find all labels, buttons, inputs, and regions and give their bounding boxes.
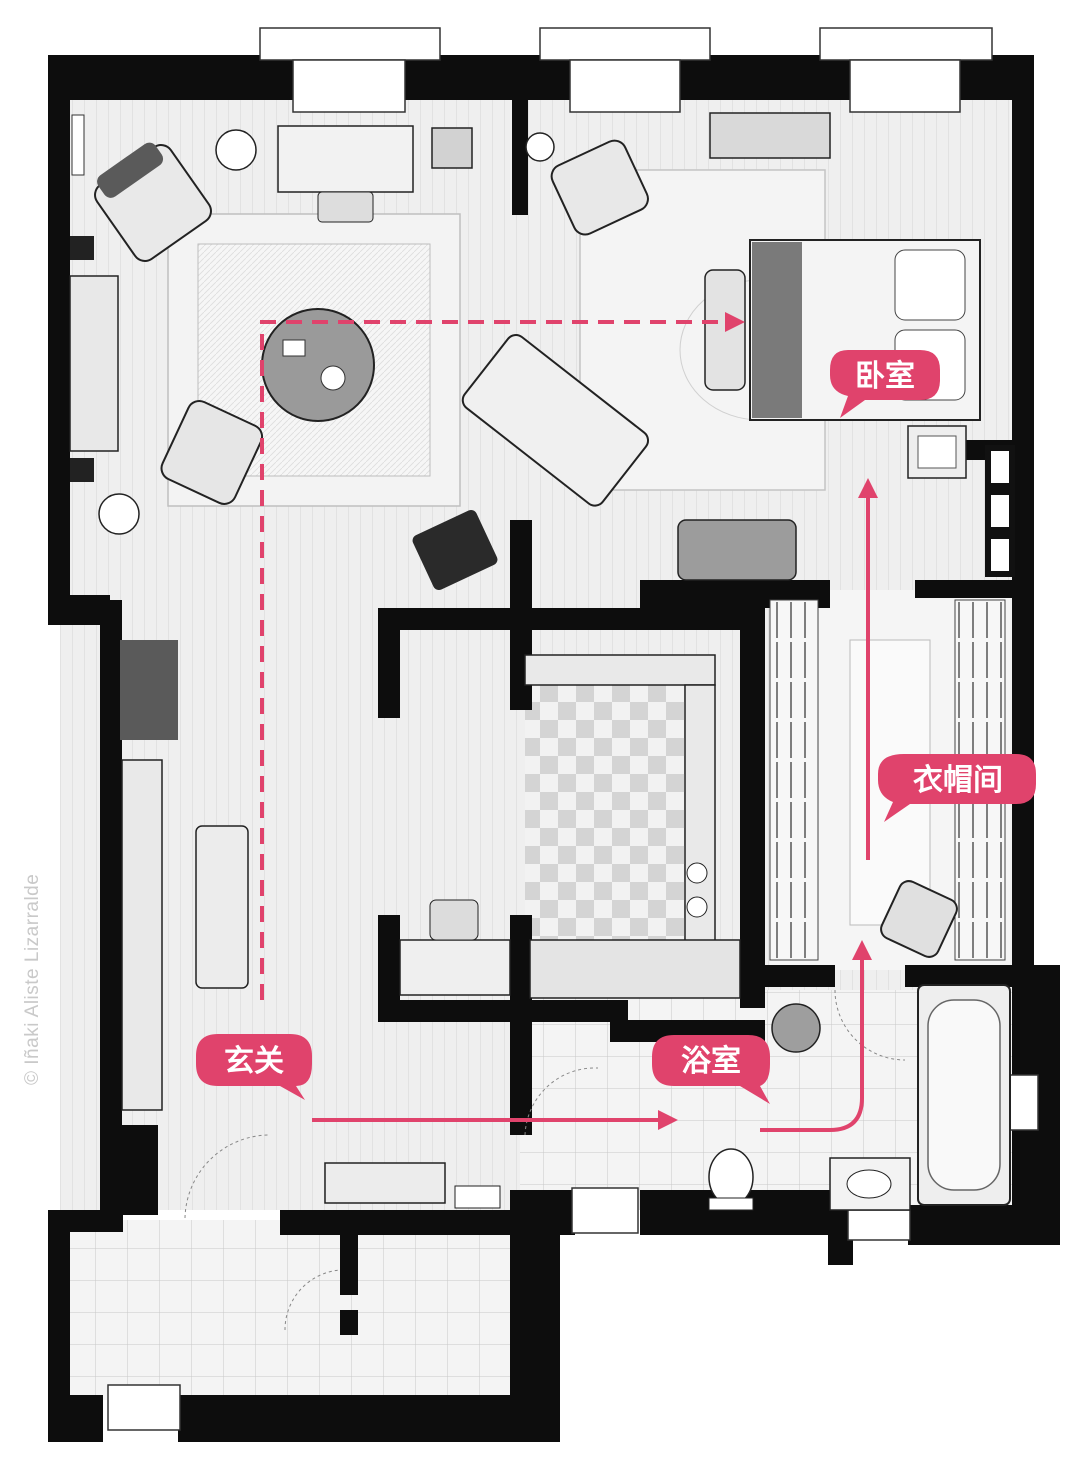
label-bedroom: 卧室 [830,350,940,418]
label-closet: 衣帽间 [878,754,1036,822]
route-living-to-bedroom [260,312,745,1000]
side-table [431,127,473,169]
vanity [677,519,797,581]
label-bathroom: 浴室 [652,1035,770,1104]
side-lamps [98,129,555,535]
route-bathroom-to-closet [760,940,872,1132]
label-entrance-text: 玄关 [224,1044,284,1079]
wall-console-left [69,114,119,482]
bathtub [917,984,1011,1206]
artist-credit: © Iñaki Aliste Lizarralde [22,873,43,1085]
bench [704,269,746,391]
walls [48,55,1060,1442]
entrance-console [324,1162,501,1209]
dresser-top [709,112,831,159]
bedroom-armchair [550,139,649,236]
windows [107,27,1039,1431]
label-closet-text: 衣帽间 [913,763,1003,798]
armchair-dark [412,509,498,591]
label-bedroom-text: 卧室 [855,359,915,394]
armchair-left [160,399,264,505]
label-entrance: 玄关 [196,1034,312,1100]
entrance-shelving [120,640,249,1111]
storage-cubbies [985,445,1015,577]
toilet [708,1148,754,1211]
label-bathroom-text: 浴室 [681,1044,741,1079]
round-stool [771,1003,821,1053]
bathroom-sink [829,1157,911,1211]
dining-desk [399,899,511,996]
kitchen-counter [524,654,741,999]
round-coffee-table [261,308,375,422]
sofa-diagonal [461,334,650,507]
bedroom-side-table [907,425,967,479]
armchair-top-left [94,142,212,262]
desk-top [277,125,414,223]
